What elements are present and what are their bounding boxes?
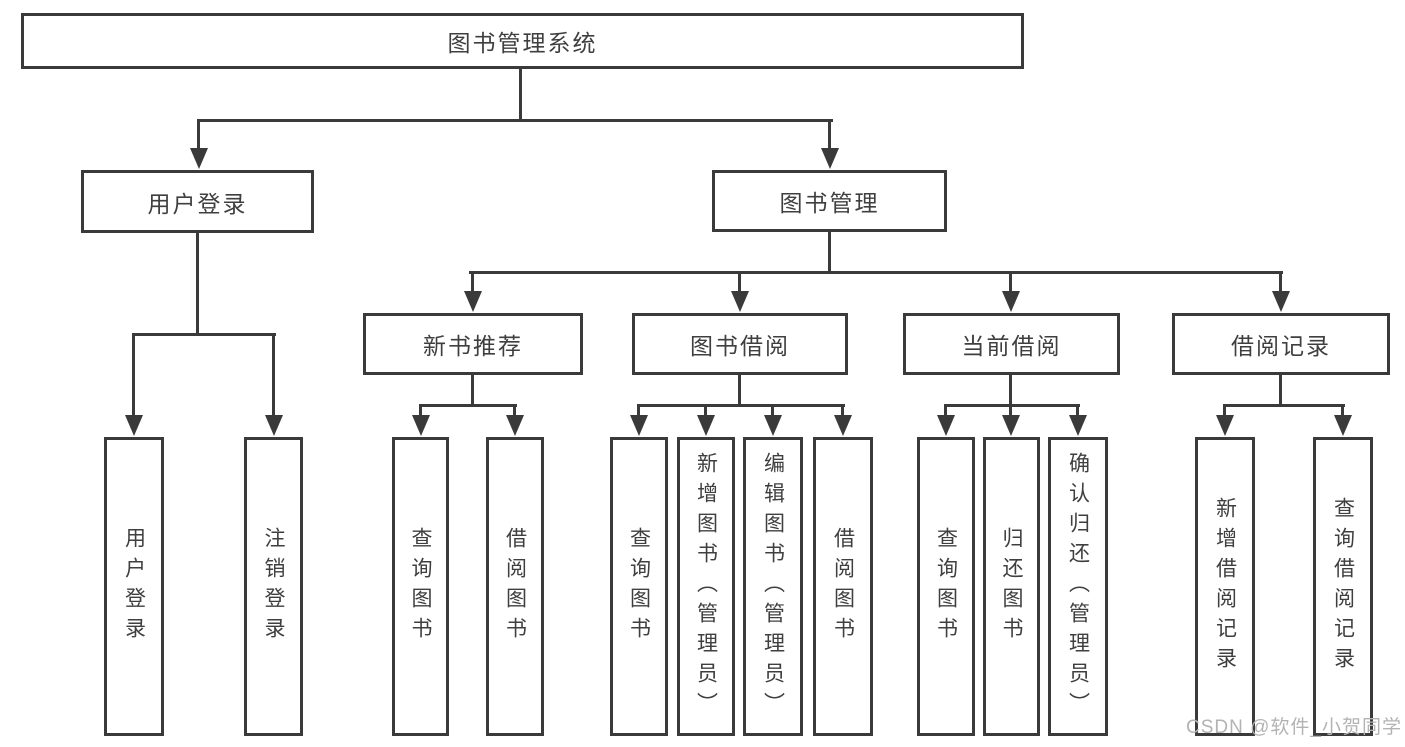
arrow-down-icon	[1002, 291, 1020, 312]
leaf-return-books: 归还图书	[983, 437, 1040, 736]
leaf-query-books-current: 查询图书	[917, 437, 975, 736]
arrow-down-icon	[821, 148, 839, 169]
node-label: 新增图书（管理员）	[694, 451, 718, 722]
connector-stem	[1279, 271, 1282, 295]
arrow-down-icon	[697, 415, 715, 436]
arrow-down-icon	[464, 291, 482, 312]
arrow-down-icon	[265, 415, 283, 436]
node-library-system: 图书管理系统	[21, 13, 1024, 69]
arrow-down-icon	[937, 415, 955, 436]
connector-rail	[637, 404, 845, 407]
leaf-confirm-return-admin: 确认归还（管理员）	[1048, 437, 1108, 736]
node-new-book-recommend: 新书推荐	[363, 313, 583, 375]
connector-rail	[419, 404, 517, 407]
leaf-add-books-admin: 新增图书（管理员）	[677, 437, 735, 736]
arrow-down-icon	[125, 415, 143, 436]
node-label: 用户登录	[122, 526, 146, 647]
node-book-borrowing: 图书借阅	[632, 313, 848, 375]
connector-rail	[1223, 404, 1345, 407]
connector-stem	[828, 119, 831, 151]
arrow-down-icon	[764, 415, 782, 436]
leaf-logout: 注销登录	[244, 437, 303, 736]
connector-stem	[841, 404, 844, 417]
connector-stem	[419, 404, 422, 417]
node-label: 借阅图书	[503, 526, 527, 647]
csdn-watermark: CSDN @软件_小贺同学	[1186, 717, 1402, 738]
connector-root-stem	[519, 69, 522, 121]
arrow-down-icon	[834, 415, 852, 436]
connector-stem	[513, 404, 516, 417]
arrow-down-icon	[1069, 415, 1087, 436]
connector-stem	[1223, 404, 1226, 417]
node-label: 图书管理系统	[447, 30, 598, 56]
node-borrowing-records: 借阅记录	[1172, 313, 1390, 375]
connector-stem	[637, 404, 640, 417]
node-label: 图书借阅	[690, 333, 790, 359]
node-label: 查询图书	[627, 526, 651, 647]
node-label: 确认归还（管理员）	[1066, 451, 1090, 722]
leaf-borrow-books: 借阅图书	[813, 437, 873, 736]
connector-stem	[1009, 375, 1012, 406]
node-label: 借阅图书	[831, 526, 855, 647]
node-label: 用户登录	[147, 190, 248, 217]
arrow-down-icon	[1272, 291, 1290, 312]
node-label: 查询图书	[409, 526, 432, 647]
arrow-down-icon	[506, 415, 524, 436]
node-label: 借阅记录	[1231, 333, 1331, 359]
node-user-login: 用户登录	[81, 170, 314, 233]
connector-stem	[272, 333, 275, 417]
connector-stem	[1341, 404, 1344, 417]
connector-stem	[771, 404, 774, 417]
arrow-down-icon	[1002, 415, 1020, 436]
connector-rail	[469, 271, 1283, 274]
connector-stem	[704, 404, 707, 417]
leaf-edit-books-admin: 编辑图书（管理员）	[743, 437, 803, 736]
node-label: 新书推荐	[423, 333, 523, 359]
connector-stem	[738, 375, 741, 406]
connector-stem	[944, 404, 947, 417]
connector-root-rail	[197, 119, 833, 122]
node-label: 查询图书	[934, 526, 958, 647]
leaf-query-books-recommend: 查询图书	[392, 437, 449, 736]
leaf-add-borrow-record: 新增借阅记录	[1195, 437, 1255, 736]
connector-rail	[132, 333, 276, 336]
leaf-query-books-borrowing: 查询图书	[610, 437, 668, 736]
node-label: 图书管理	[779, 190, 880, 216]
connector-stem	[828, 232, 831, 273]
node-label: 新增借阅记录	[1213, 496, 1237, 677]
node-label: 编辑图书（管理员）	[761, 451, 785, 722]
node-book-management: 图书管理	[712, 170, 947, 232]
connector-stem	[738, 271, 741, 295]
arrow-down-icon	[1334, 415, 1352, 436]
connector-stem	[197, 119, 200, 151]
arrow-down-icon	[412, 415, 430, 436]
connector-stem	[1009, 404, 1012, 417]
node-label: 归还图书	[1000, 526, 1023, 647]
leaf-query-borrow-record: 查询借阅记录	[1313, 437, 1373, 736]
node-label: 注销登录	[262, 526, 285, 647]
arrow-down-icon	[190, 148, 208, 169]
connector-stem	[471, 271, 474, 295]
node-current-borrowing: 当前借阅	[903, 313, 1120, 375]
connector-stem	[132, 333, 135, 417]
connector-rail	[944, 404, 1080, 407]
leaf-borrow-books-recommend: 借阅图书	[486, 437, 544, 736]
connector-stem	[1009, 271, 1012, 295]
connector-stem	[471, 375, 474, 406]
arrow-down-icon	[630, 415, 648, 436]
leaf-user-login: 用户登录	[104, 437, 164, 736]
connector-stem	[1076, 404, 1079, 417]
arrow-down-icon	[1216, 415, 1234, 436]
arrow-down-icon	[731, 291, 749, 312]
connector-stem	[196, 233, 199, 336]
node-label: 当前借阅	[961, 333, 1062, 359]
node-label: 查询借阅记录	[1331, 496, 1355, 677]
connector-stem	[1279, 375, 1282, 406]
